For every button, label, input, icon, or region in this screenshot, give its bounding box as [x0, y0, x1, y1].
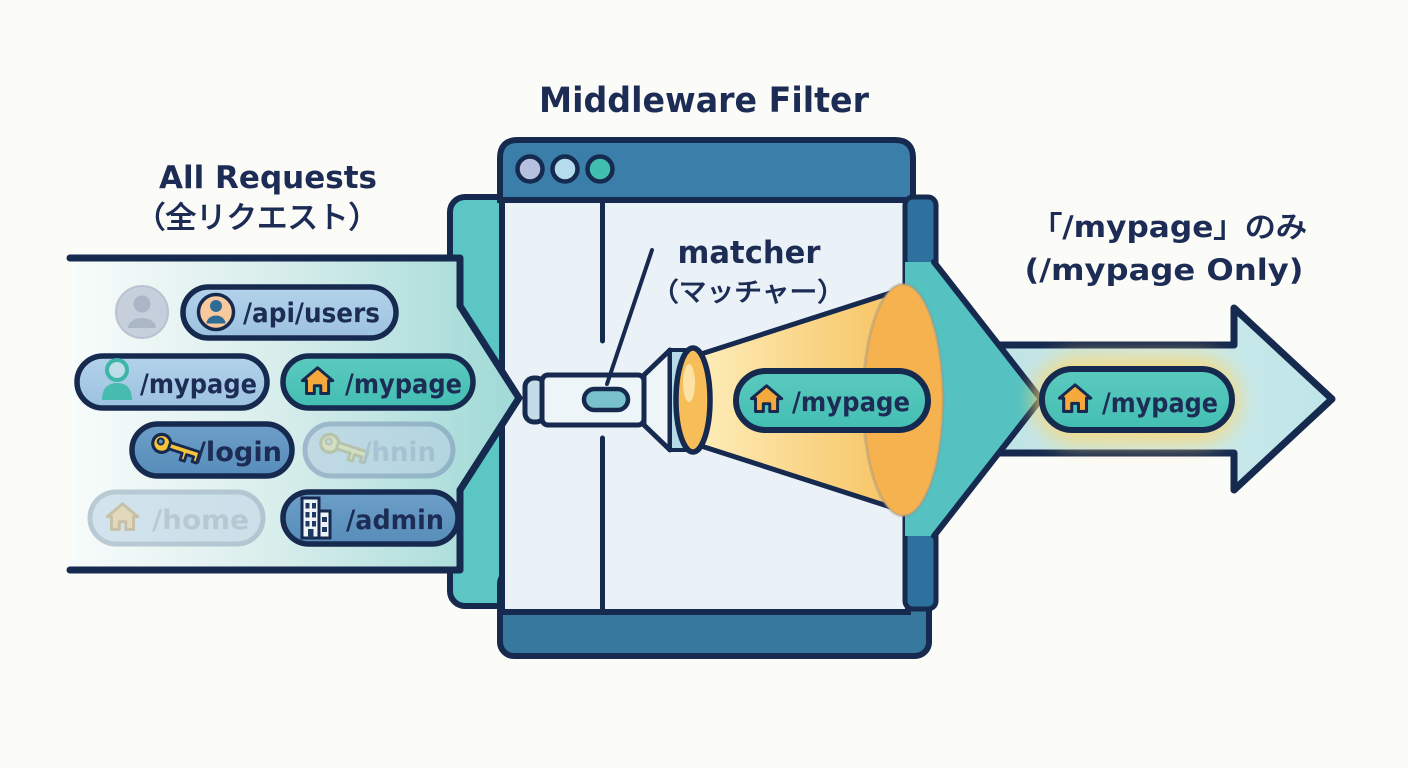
- pill-label: /mypage: [140, 369, 257, 400]
- request-pill-mypage-home: /mypage: [280, 353, 476, 411]
- result-pill-bg: [1039, 366, 1235, 433]
- request-pill-mypage-user: /mypage: [74, 353, 270, 411]
- request-pill-admin: /admin: [280, 489, 461, 547]
- result-pill-label: /mypage: [1102, 388, 1218, 419]
- beam-pill-bg: [733, 368, 931, 433]
- flashlight-lens: [673, 345, 713, 455]
- key-shaft: [335, 441, 370, 465]
- pill-bg: [280, 353, 476, 411]
- pill-label: /home: [152, 505, 249, 536]
- window-dot-2-icon: [550, 154, 580, 184]
- pill-bg: [180, 284, 399, 341]
- key-hole: [156, 437, 165, 446]
- pill-label: /api/users: [243, 298, 380, 329]
- diagram-title: Middleware Filter: [539, 81, 870, 121]
- key-hole: [324, 437, 333, 446]
- user-body: [102, 383, 132, 400]
- beam-edges: [695, 286, 906, 514]
- building-annex: [317, 509, 332, 540]
- result-pill: /mypage: [1034, 356, 1240, 444]
- pill-label: /hnin: [362, 437, 436, 468]
- key-icon: [319, 432, 370, 465]
- teal-arrowhead: [905, 262, 1041, 536]
- request-pill-ghost-key: /hnin: [302, 421, 456, 479]
- matcher-callout-line: [605, 248, 654, 386]
- all-requests-heading-en: All Requests: [159, 160, 377, 196]
- pill-label: /admin: [346, 505, 444, 536]
- user-head: [133, 295, 151, 313]
- user-icon: [102, 358, 132, 400]
- key-shaft: [167, 441, 202, 465]
- flashlight-button: [581, 386, 631, 413]
- window-dot-3-icon: [585, 154, 615, 184]
- building-windows: [305, 503, 327, 538]
- window-dot-1-icon: [515, 154, 545, 184]
- flashlight-lens-highlight: [683, 364, 695, 402]
- pill-bg: [87, 489, 266, 547]
- pill-bg: [302, 421, 456, 479]
- ghost-avatar: [115, 285, 169, 339]
- building-icon: [300, 496, 332, 540]
- result-heading-en: (/mypage Only): [1025, 253, 1304, 287]
- user-body: [128, 318, 156, 328]
- key-icon: [151, 432, 202, 465]
- pill-label: /login: [196, 437, 282, 468]
- result-heading-ja: 「/mypage」のみ: [1031, 210, 1307, 244]
- request-pill-api-users: /api/users: [180, 284, 399, 341]
- matcher-label-en: matcher: [678, 235, 822, 271]
- beam-pill-label: /mypage: [792, 387, 910, 418]
- pill-label: /mypage: [345, 369, 462, 400]
- pill-bg: [129, 421, 295, 479]
- all-requests-heading-ja: （全リクエスト）: [135, 201, 379, 236]
- user-head: [210, 300, 222, 312]
- matcher-label-ja: （マッチャー）: [651, 278, 845, 308]
- user-body: [206, 315, 226, 324]
- request-pill-ghost-home: /home: [87, 489, 266, 547]
- request-list: /api/users /mypage /mypage /login: [74, 284, 476, 547]
- beam-pill: /mypage: [733, 368, 931, 433]
- user-head: [105, 358, 129, 382]
- flashlight-icon: [522, 345, 713, 455]
- request-pill-login: /login: [129, 421, 295, 479]
